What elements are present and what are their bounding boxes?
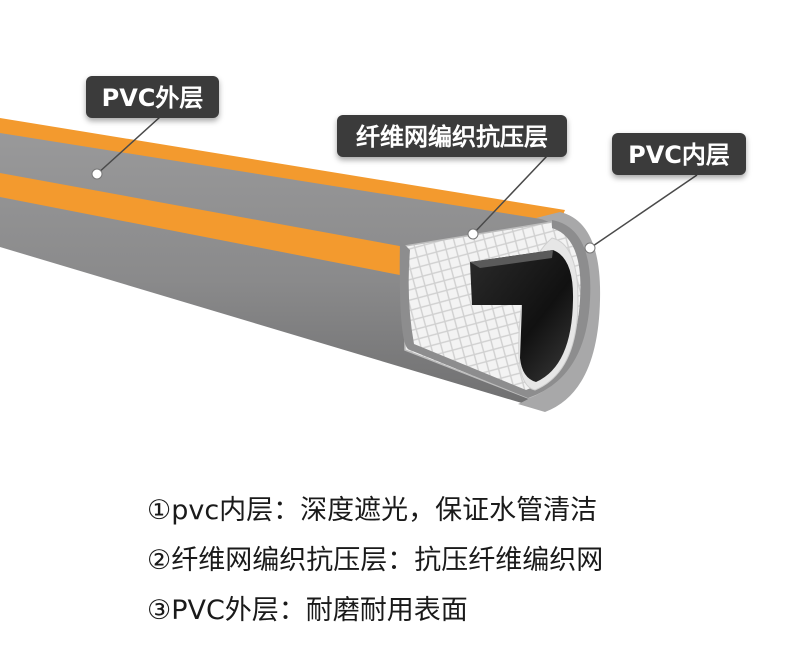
note-inner-layer: ①pvc内层：深度遮光，保证水管清洁 — [147, 495, 598, 526]
label-inner-pvc: PVC内层 — [628, 141, 730, 169]
label-outer-pvc: PVC外层 — [102, 84, 204, 112]
callout-mesh: 纤维网编织抗压层 — [337, 115, 567, 240]
label-fiber-mesh: 纤维网编织抗压层 — [356, 123, 548, 151]
layer-description-list: ①pvc内层：深度遮光，保证水管清洁 ②纤维网编织抗压层：抗压纤维编织网 ③PV… — [147, 486, 767, 636]
callout-inner: PVC内层 — [584, 133, 746, 254]
callout-outer: PVC外层 — [86, 76, 219, 180]
note-outer-layer: ③PVC外层：耐磨耐用表面 — [147, 595, 468, 626]
inner-pvc-layer — [470, 237, 579, 391]
note-mesh-layer: ②纤维网编织抗压层：抗压纤维编织网 — [147, 545, 604, 576]
